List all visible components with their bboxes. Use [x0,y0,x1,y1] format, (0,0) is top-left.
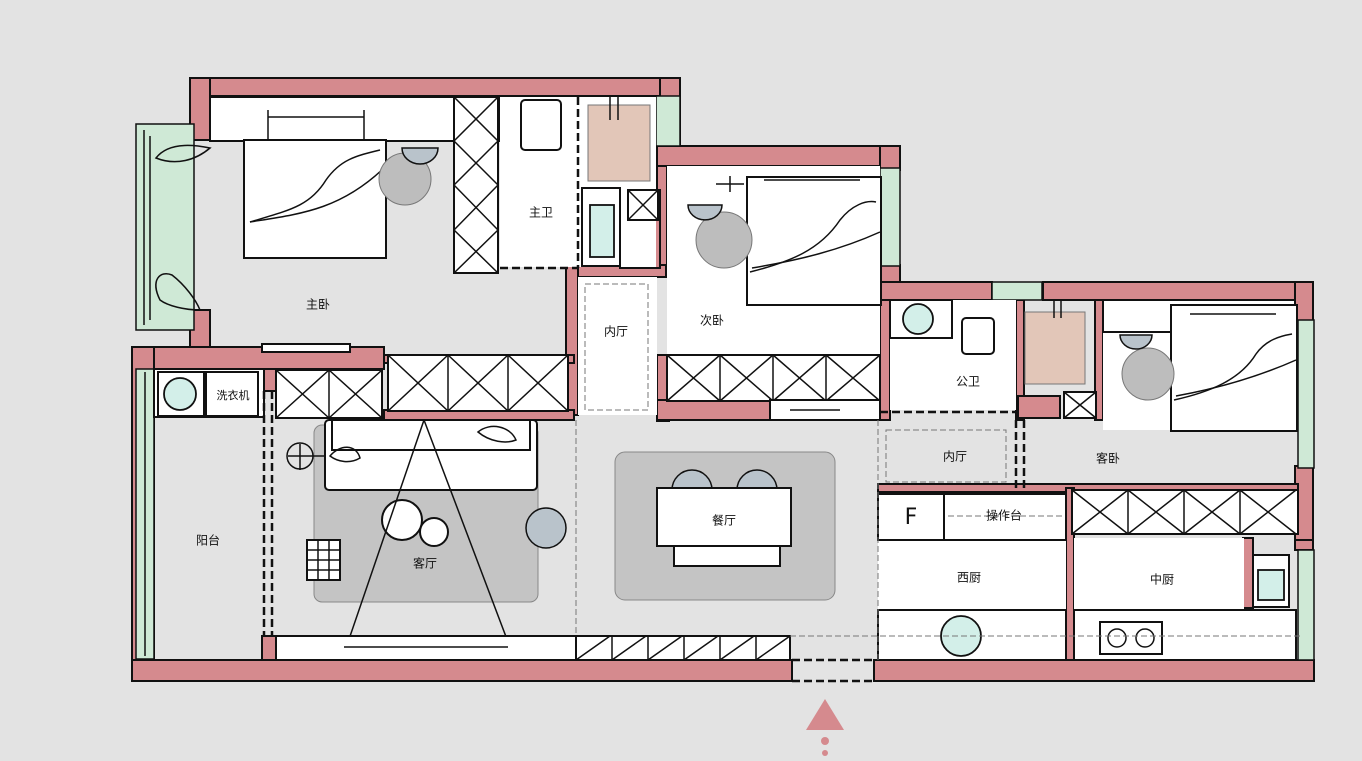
lower-cabinets [575,420,1300,661]
label-public-bath: 公卫 [956,375,980,389]
balcony: 洗衣机 阳台 [153,368,274,636]
guest-bedroom: 客卧 [1096,299,1298,466]
hall-wardrobe [261,343,569,419]
label-dining-room: 餐厅 [712,513,736,528]
entrance-door [792,658,874,683]
label-master-bedroom: 主卧 [306,298,330,312]
label-living-room: 客厅 [413,556,437,571]
windows [135,95,1315,661]
fridge-mark: F [905,505,918,530]
label-counter: 操作台 [986,508,1022,523]
second-bedroom: 次卧 [666,166,882,421]
inner-hall-1: 内厅 [578,277,657,415]
label-master-bath: 主卫 [529,206,553,220]
master-bedroom: 主卧 [154,96,501,312]
living-room: 客厅 [275,419,577,661]
label-balcony: 阳台 [196,533,220,548]
inner-hall-2: 内厅 [885,420,1026,495]
label-second-bedroom: 次卧 [700,314,724,328]
dining-room: 餐厅 [656,469,792,567]
label-inner-hall-1: 内厅 [604,325,628,339]
public-bath: 公卫 [880,299,1097,419]
label-laundry: 洗衣机 [217,388,250,402]
label-western-kitchen: 西厨 [957,571,981,585]
guest-wardrobe [1071,489,1299,535]
kitchens: F 操作台 西厨 中厨 [877,493,1297,661]
triangle-up-icon [806,699,844,756]
label-guest-bedroom: 客卧 [1096,451,1120,466]
label-chinese-kitchen: 中厨 [1150,572,1174,587]
label-inner-hall-2: 内厅 [943,450,967,464]
walls [131,77,1315,682]
master-bath: 主卫 [500,97,659,270]
